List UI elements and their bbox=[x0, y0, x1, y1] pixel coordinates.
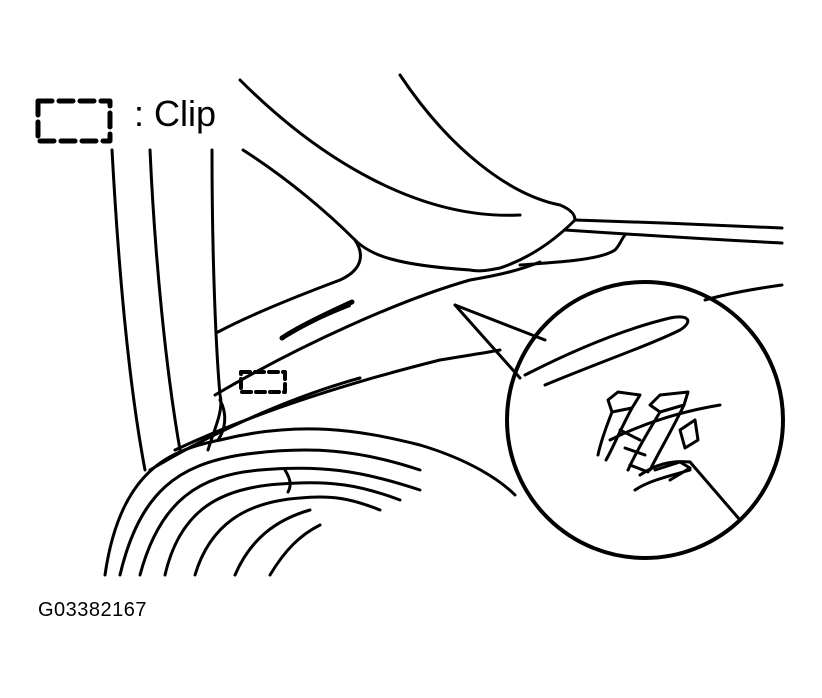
figure-id: G03382167 bbox=[38, 599, 148, 621]
roof-body-outline bbox=[238, 73, 784, 302]
callout-pointer bbox=[453, 303, 547, 380]
legend-clip-label: : Clip bbox=[134, 93, 217, 134]
legend-clip-symbol bbox=[35, 98, 113, 144]
quarter-panel-outline bbox=[148, 238, 542, 472]
wheel-arch-outline bbox=[103, 427, 517, 577]
pillar-trim-outline bbox=[110, 148, 227, 472]
clip-location-marker bbox=[239, 370, 287, 394]
clip-detail-view bbox=[523, 315, 742, 522]
detail-circle bbox=[505, 280, 785, 560]
panel-slot bbox=[279, 299, 355, 341]
